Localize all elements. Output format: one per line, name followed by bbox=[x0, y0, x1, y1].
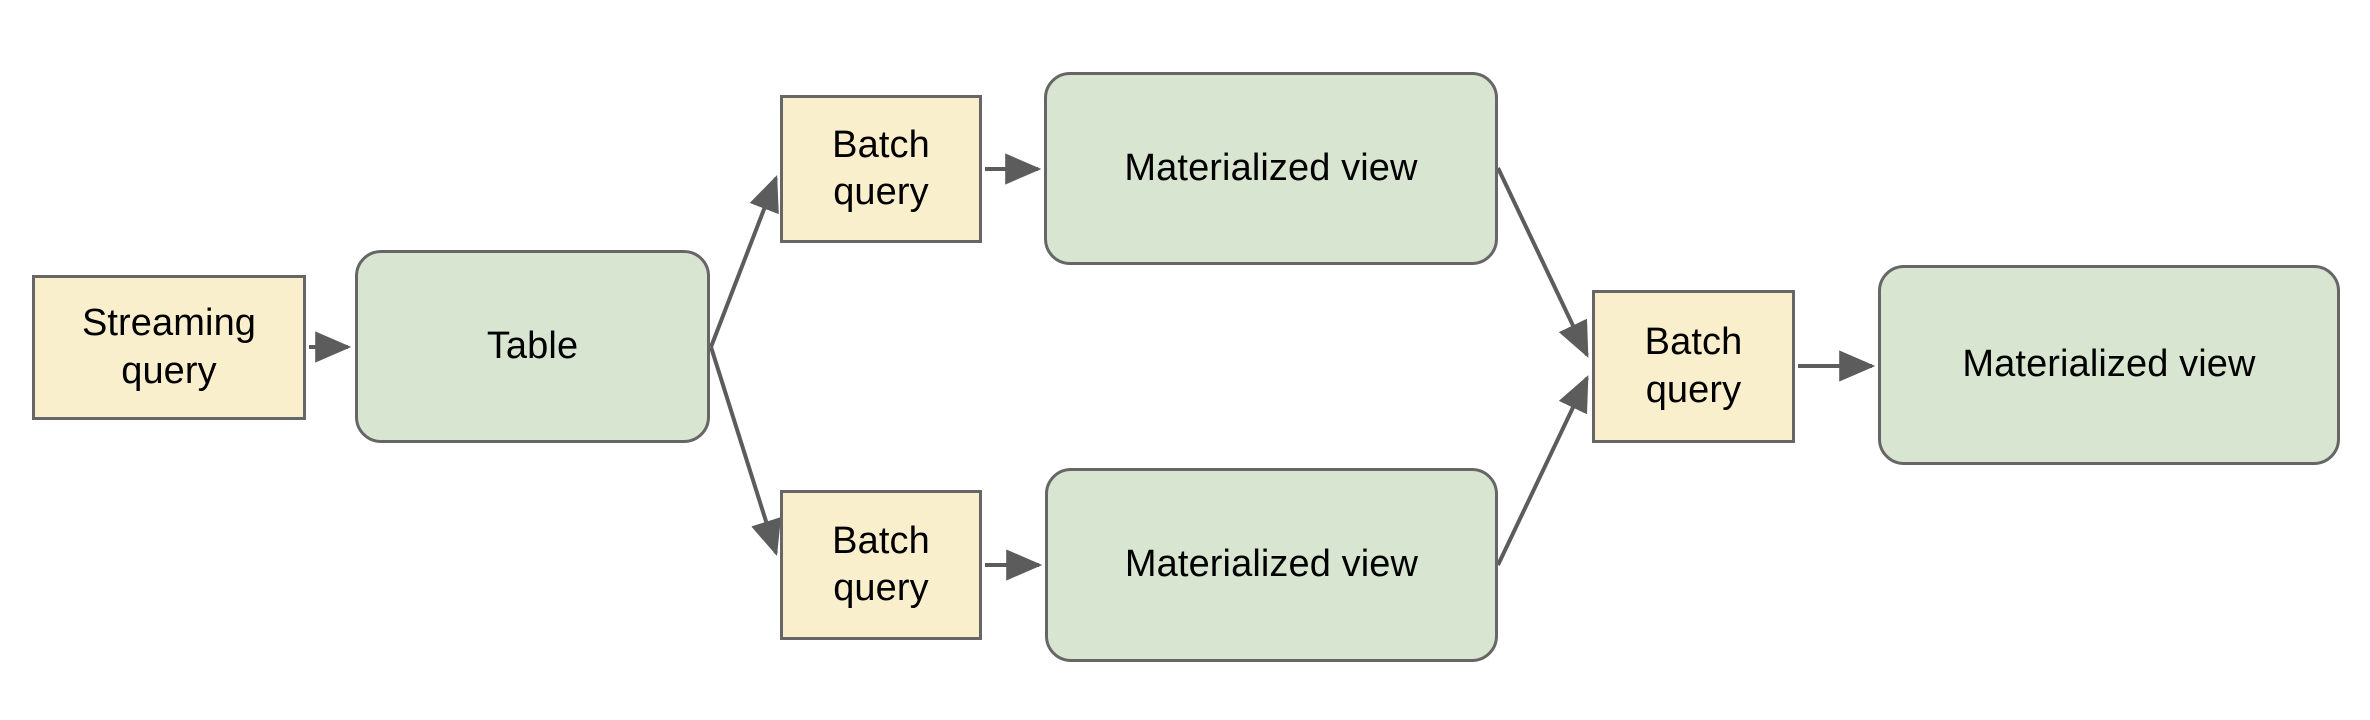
node-batch-query-right-label: Batch query bbox=[1644, 321, 1743, 411]
edge-mv-bottom-to-batch-right bbox=[1496, 375, 1589, 566]
node-streaming-query[interactable]: Streaming query bbox=[32, 275, 306, 420]
edge-table-to-batch-bottom bbox=[709, 346, 782, 557]
node-batch-query-bottom-label: Batch query bbox=[832, 519, 930, 609]
node-batch-query-top[interactable]: Batch query bbox=[780, 95, 982, 243]
node-batch-query-right[interactable]: Batch query bbox=[1592, 290, 1795, 443]
node-materialized-view-bottom[interactable]: Materialized view bbox=[1045, 468, 1498, 662]
node-batch-query-bottom[interactable]: Batch query bbox=[780, 490, 982, 640]
node-streaming-query-label: Streaming query bbox=[81, 302, 257, 392]
node-materialized-view-bottom-label: Materialized view bbox=[1124, 543, 1419, 586]
edge-table-to-batch-top bbox=[709, 175, 779, 348]
node-materialized-view-right-label: Materialized view bbox=[1962, 343, 2256, 386]
edge-mv-top-to-batch-right bbox=[1496, 167, 1589, 358]
node-materialized-view-top-label: Materialized view bbox=[1124, 146, 1418, 189]
node-table[interactable]: Table bbox=[355, 250, 710, 443]
node-batch-query-top-label: Batch query bbox=[832, 123, 930, 213]
node-materialized-view-top[interactable]: Materialized view bbox=[1044, 72, 1498, 265]
node-table-label: Table bbox=[486, 324, 579, 367]
node-materialized-view-right[interactable]: Materialized view bbox=[1878, 265, 2340, 465]
